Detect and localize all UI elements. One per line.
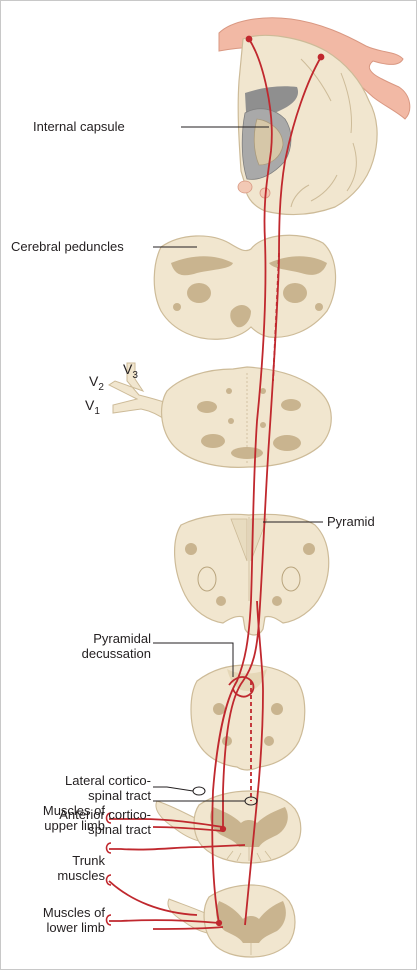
lower-nucleus-2 [271,703,283,715]
brainstem-stub [238,181,252,193]
label-lower-limb: Muscles of lower limb [5,905,105,935]
label-internal-capsule: Internal capsule [33,119,125,134]
lower-nucleus-4 [264,736,274,746]
lateral-tract-marker [193,787,205,795]
bracket-trunk-1 [107,843,112,853]
cortex-neuron-1 [247,37,252,42]
pons-nucleus-3 [201,434,225,448]
midbrain-section [154,235,335,339]
label-pyramidal-decussation-line2: decussation [41,646,151,661]
lower-nucleus-1 [213,703,225,715]
red-nucleus-r [315,303,323,311]
label-v1-letter: V [85,397,94,413]
label-v2: V2 [89,373,104,393]
label-v3-letter: V [123,361,132,377]
label-lateral-line1: Lateral cortico- [21,773,151,788]
medulla-nucleus-4 [272,596,282,606]
label-upper-limb-line1: Muscles of [5,803,105,818]
cortex-neuron-2 [319,55,324,60]
label-v1-sub: 1 [94,406,100,417]
red-nucleus-l [173,303,181,311]
medulla-nucleus-2 [303,543,315,555]
label-v1: V1 [85,397,100,417]
pons-dot-2 [260,388,266,394]
pons-dot-3 [228,418,234,424]
substantia-nigra-l [187,283,211,303]
pons-nucleus-1 [197,401,217,413]
label-lower-limb-line1: Muscles of [5,905,105,920]
label-upper-limb-line2: upper limb [5,818,105,833]
label-pyramid: Pyramid [327,514,375,529]
label-trunk-line1: Trunk [5,853,105,868]
pons-nucleus-4 [273,435,301,451]
pons-dot-4 [260,422,266,428]
lower-medulla-section [191,665,305,770]
medulla-nucleus-3 [216,596,226,606]
brain-section [219,18,410,215]
label-v3-sub: 3 [132,370,138,381]
pons-dot-1 [226,388,232,394]
trigeminal-nerve [109,363,167,421]
label-cerebral-peduncles: Cerebral peduncles [11,239,124,254]
label-v2-letter: V [89,373,98,389]
pons-nucleus-2 [281,399,301,411]
leader-lateral-tract [153,787,193,791]
pons-nucleus-5 [231,447,263,459]
label-trunk-muscles: Trunk muscles [5,853,105,883]
cord-synapse-2 [217,921,221,925]
label-lower-limb-line2: lower limb [5,920,105,935]
medulla-nucleus-1 [185,543,197,555]
bracket-lower-limb [107,915,112,925]
label-trunk-line2: muscles [5,868,105,883]
label-v3: V3 [123,361,138,381]
label-pyramidal-decussation: Pyramidal decussation [41,631,151,661]
substantia-nigra-r [283,283,307,303]
cord-synapse-1 [221,827,225,831]
bracket-trunk-2 [107,875,112,885]
label-pyramidal-decussation-line1: Pyramidal [41,631,151,646]
label-v2-sub: 2 [98,382,104,393]
label-upper-limb: Muscles of upper limb [5,803,105,833]
pons-section [109,363,331,467]
label-lateral-line2: spinal tract [21,788,151,803]
label-lateral-corticospinal: Lateral cortico- spinal tract [21,773,151,803]
